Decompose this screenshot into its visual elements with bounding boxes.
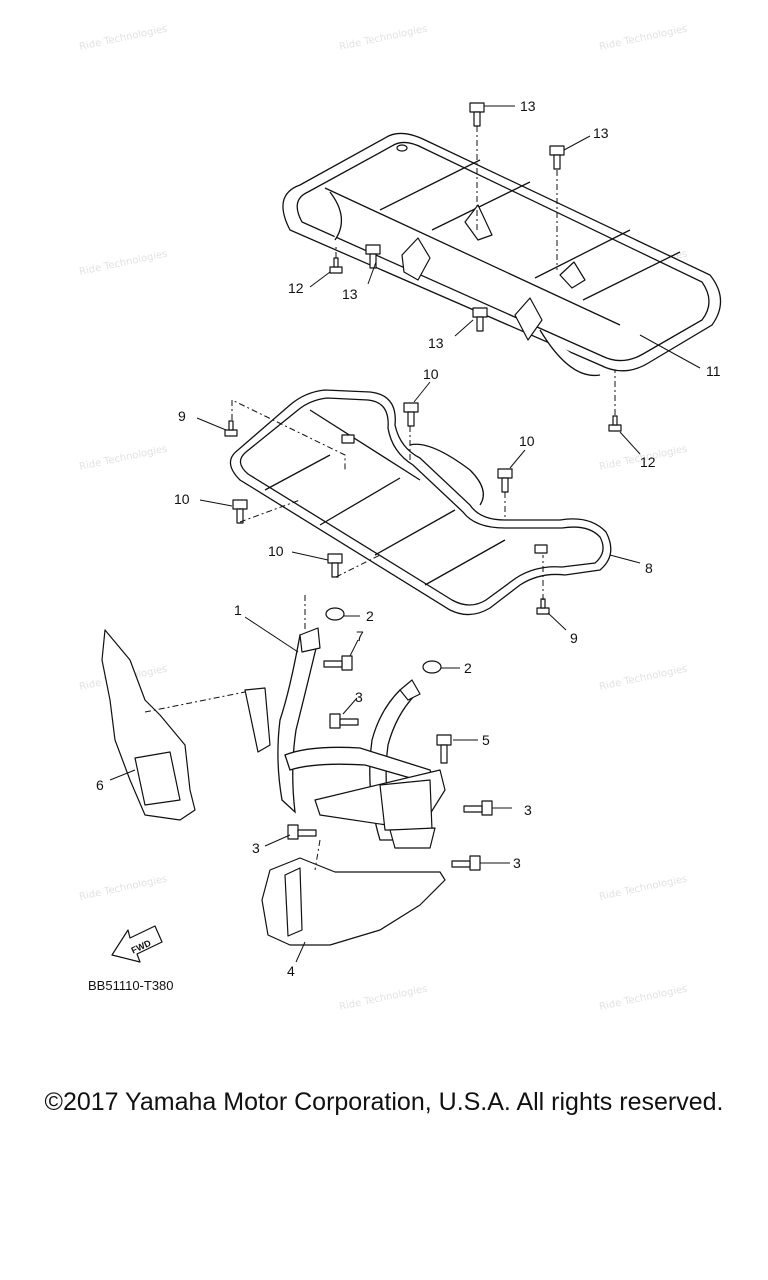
watermark: Ride Technologies (598, 24, 688, 53)
bolt-5 (436, 734, 452, 764)
front-guard (244, 627, 446, 849)
bolt-13b (549, 145, 565, 170)
bolt-3b (463, 800, 493, 816)
bolt-13d (472, 307, 488, 332)
cap-2a (325, 607, 345, 621)
bolt-10b (497, 468, 513, 493)
skid-plate (261, 857, 446, 946)
bolts (224, 102, 622, 871)
bolt-7 (323, 655, 353, 671)
bolt-10c (232, 499, 248, 524)
callout-2: 2 (464, 660, 472, 676)
watermark: Ride Technologies (598, 664, 688, 693)
callout-13: 13 (593, 125, 609, 141)
callout-8: 8 (645, 560, 653, 576)
bolt-10a (403, 402, 419, 427)
callout-9: 9 (178, 408, 186, 424)
cap-2b (422, 660, 442, 674)
callout-12: 12 (288, 280, 304, 296)
callout-10: 10 (174, 491, 190, 507)
callout-9: 9 (570, 630, 578, 646)
callout-10: 10 (268, 543, 284, 559)
bolt-13c (365, 244, 381, 269)
assembly-lines (144, 126, 616, 871)
bolt-3c (287, 824, 317, 840)
bolt-10d (327, 553, 343, 578)
callout-11: 11 (706, 363, 721, 379)
watermark: Ride Technologies (598, 874, 688, 903)
callout-4: 4 (287, 963, 295, 979)
callout-1: 1 (234, 602, 242, 618)
leader-lines (109, 105, 701, 963)
bolt-3d (451, 855, 481, 871)
callout-3: 3 (524, 802, 532, 818)
side-cover (101, 629, 196, 821)
callout-10: 10 (423, 366, 439, 382)
watermark: Ride Technologies (78, 249, 168, 278)
part-code: BB51110-T380 (88, 978, 174, 993)
watermark: Ride Technologies (78, 24, 168, 53)
callout-3: 3 (252, 840, 260, 856)
watermark: Ride Technologies (78, 444, 168, 473)
bolt-9b (536, 598, 550, 615)
bolt-12a (329, 257, 343, 274)
callout-7: 7 (356, 628, 364, 644)
bolt-3a (329, 713, 359, 729)
watermark: Ride Technologies (78, 874, 168, 903)
callout-3: 3 (355, 689, 363, 705)
callout-13: 13 (342, 286, 358, 302)
callout-2: 2 (366, 608, 374, 624)
watermark: Ride Technologies (338, 984, 428, 1013)
callout-13: 13 (428, 335, 444, 351)
rear-carrier (282, 132, 722, 377)
front-carrier (229, 389, 612, 616)
callout-5: 5 (482, 732, 490, 748)
watermark: Ride Technologies (598, 984, 688, 1013)
callout-13: 13 (520, 98, 536, 114)
callout-12: 12 (640, 454, 656, 470)
copyright-notice: ©2017 Yamaha Motor Corporation, U.S.A. A… (44, 1088, 724, 1116)
bolt-13a (469, 102, 485, 127)
callout-10: 10 (519, 433, 535, 449)
callouts: 13 13 12 13 13 11 12 9 10 10 10 10 8 9 1… (96, 98, 721, 979)
fwd-arrow: FWD (111, 925, 163, 963)
watermark: Ride Technologies (338, 24, 428, 53)
bolt-12b (608, 415, 622, 432)
callout-6: 6 (96, 777, 104, 793)
bolt-9a (224, 420, 238, 437)
callout-3: 3 (513, 855, 521, 871)
